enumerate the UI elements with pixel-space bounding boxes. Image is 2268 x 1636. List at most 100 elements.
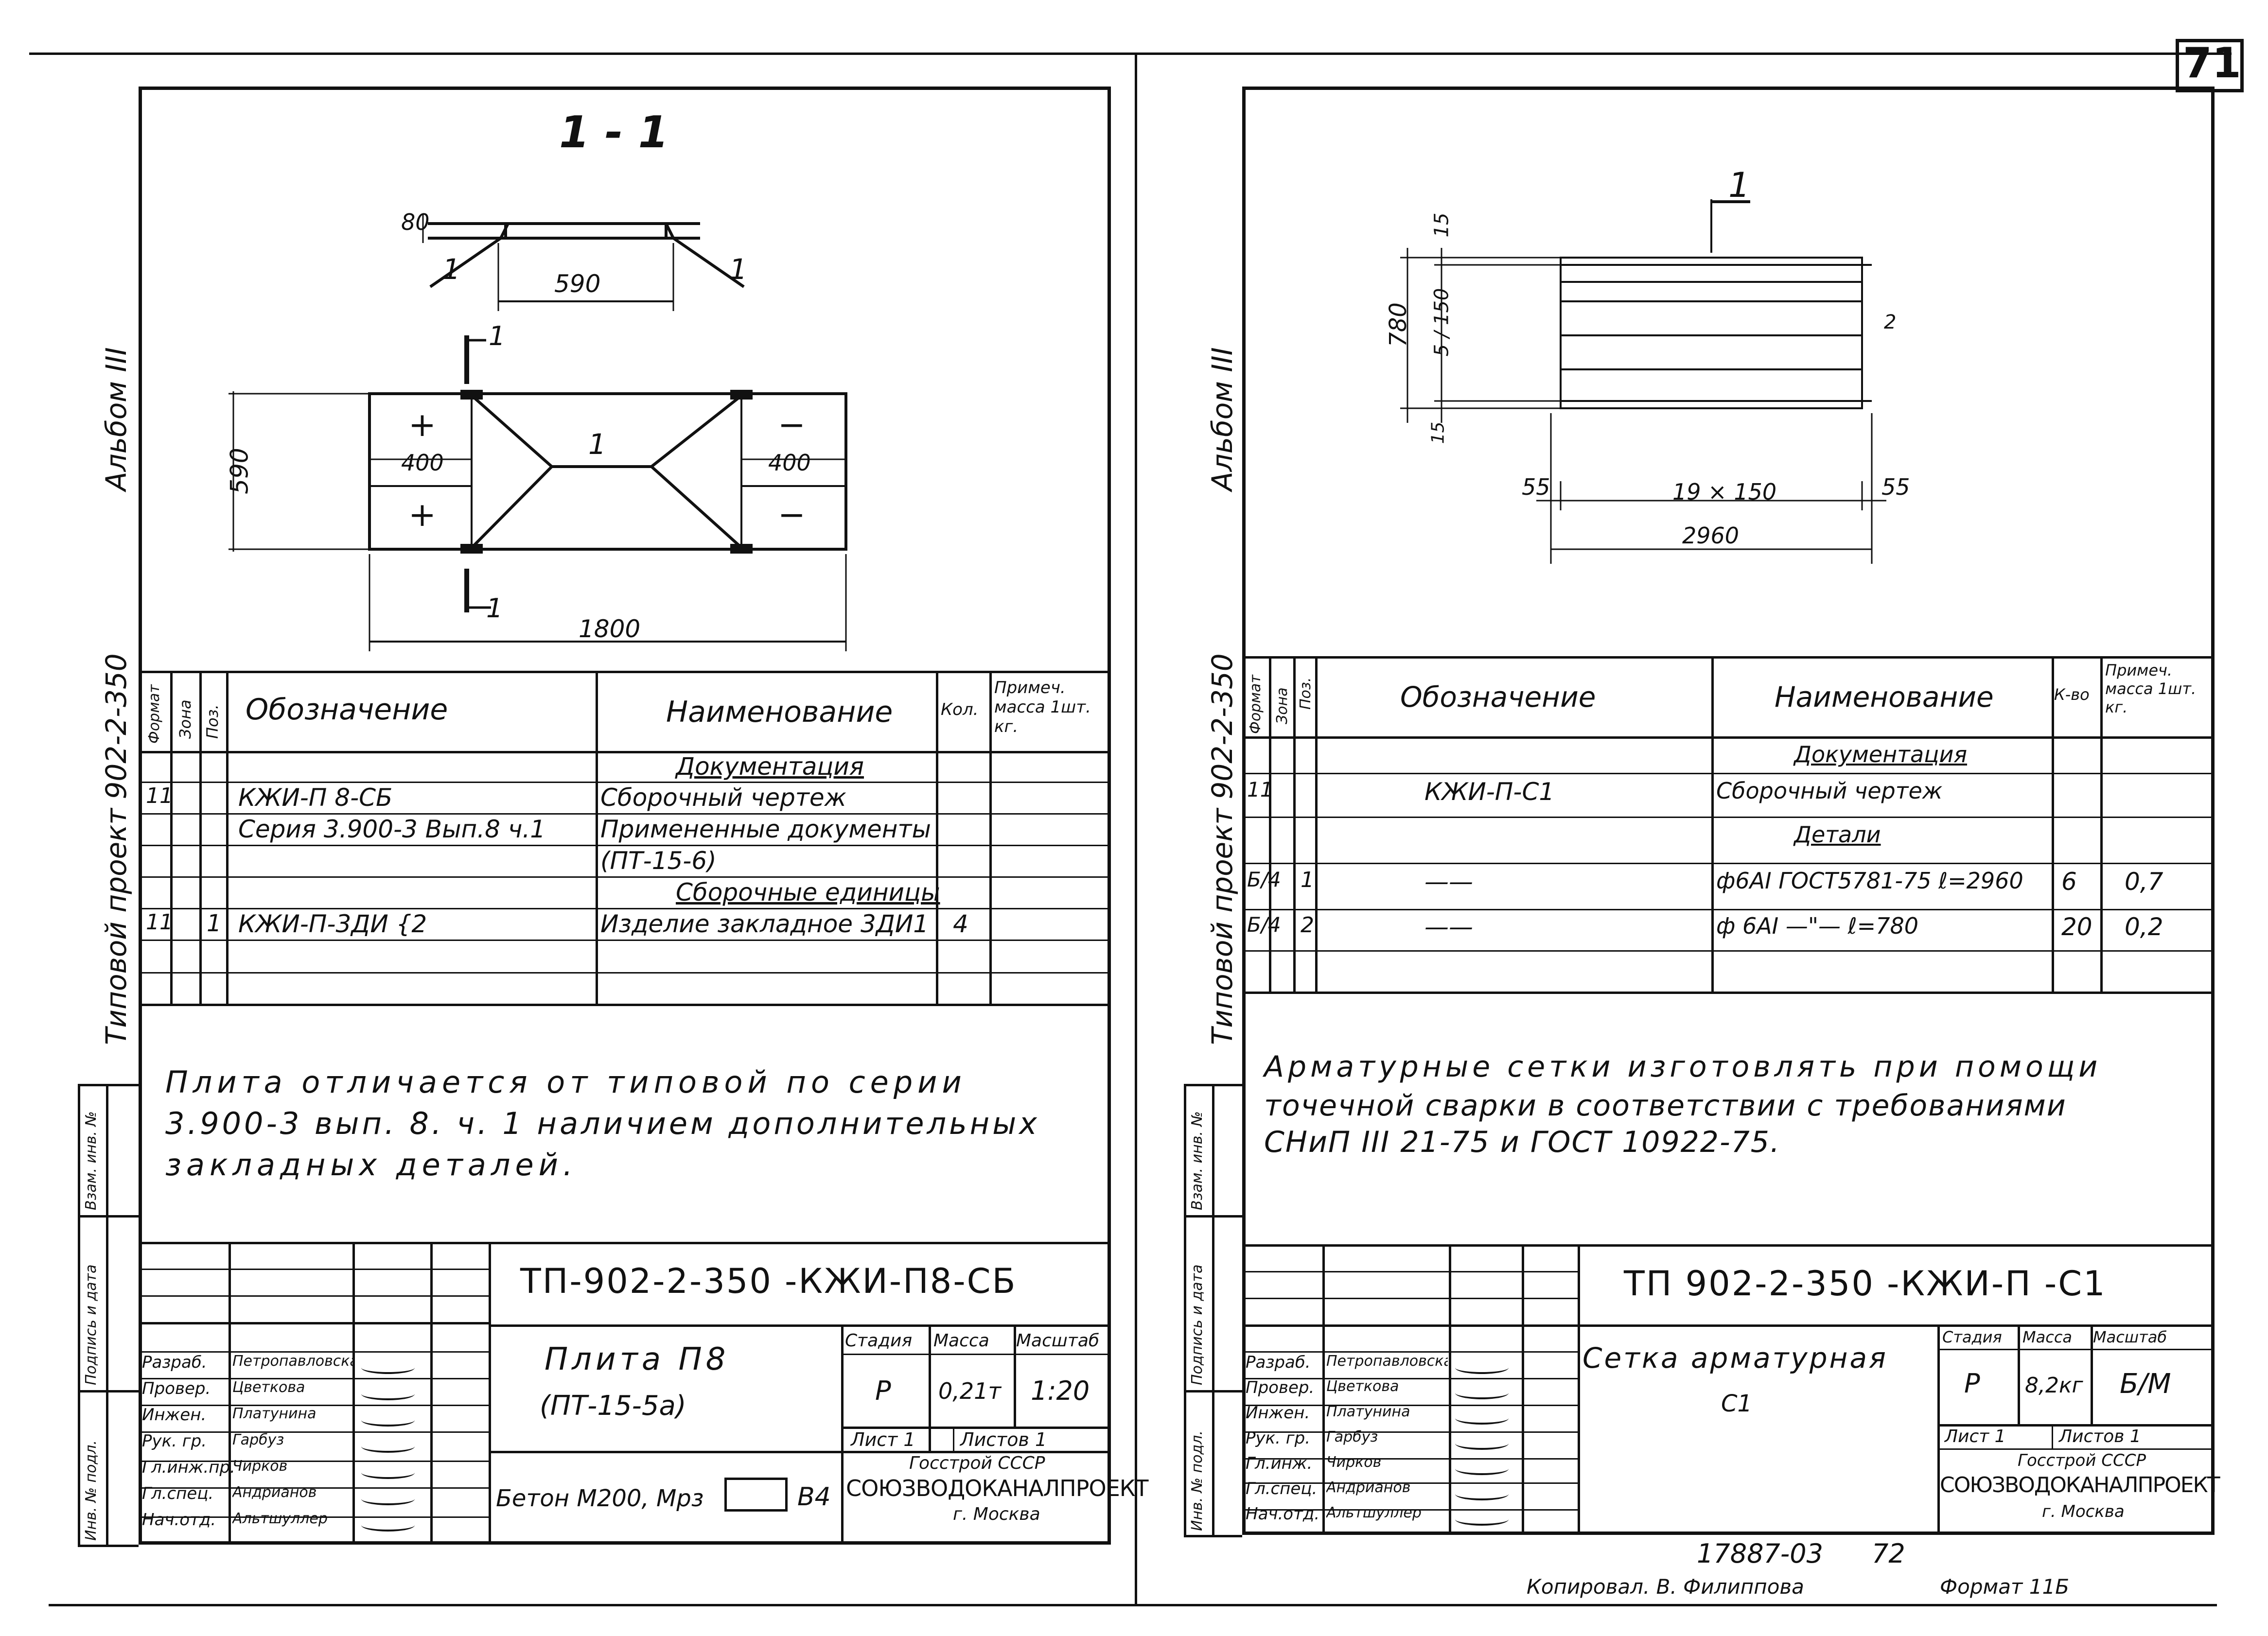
section-drawing — [229, 214, 847, 651]
left-org-3: г. Москва — [953, 1504, 1040, 1524]
spec-qty: 4 — [953, 910, 968, 938]
stamp-role: Рук. гр. — [1246, 1428, 1311, 1448]
spec-pos: 1 — [207, 910, 222, 937]
signature-mark — [361, 1440, 415, 1453]
spec-name: Документация — [1794, 741, 1968, 767]
minus-2: − — [778, 496, 806, 534]
stamp-role: Рук. гр. — [142, 1431, 207, 1451]
right-stamp-code: ТП 902-2-350 -КЖИ-П -С1 — [1624, 1264, 2107, 1304]
dim-15-bottom: 15 — [1428, 421, 1448, 444]
right-org-2: СОЮЗВОДОКАНАЛПРОЕКТ — [1940, 1473, 2220, 1497]
left-scale-header: Масштаб — [1016, 1331, 1100, 1351]
left-stamp-code: ТП-902-2-350 -КЖИ-П8-СБ — [520, 1261, 1017, 1301]
dim-590-top: 590 — [554, 270, 601, 298]
r-col-zone: Зона — [1274, 687, 1291, 724]
mesh-pos-2: 2 — [1884, 311, 1897, 333]
signature-mark — [361, 1493, 415, 1505]
spec-format: Б/4 — [1247, 913, 1281, 937]
left-org-2: СОЮЗВОДОКАНАЛПРОЕКТ — [846, 1475, 1149, 1501]
plus-1: + — [408, 406, 436, 444]
spec-qty: 6 — [2061, 868, 2077, 896]
stamp-person: Андрианов — [1326, 1479, 1411, 1496]
left-side-cell-3: Взам. инв. № — [83, 1111, 100, 1210]
cut-label-bottom: 1 — [486, 593, 503, 624]
col-pos: Поз. — [203, 704, 222, 739]
spec-designation: —— — [1424, 913, 1473, 941]
dim-19x150: 19 × 150 — [1672, 479, 1777, 505]
stamp-person: Гарбуз — [232, 1431, 284, 1448]
spec-format: 11 — [146, 910, 173, 935]
right-album: Альбом III — [1206, 347, 1239, 491]
signature-mark — [1455, 1387, 1509, 1399]
left-side-cell-2: Подпись и дата — [83, 1264, 100, 1386]
stamp-role: Нач.отд. — [142, 1510, 216, 1530]
dim-400-left: 400 — [401, 450, 444, 476]
stamp-person: Альтшуллер — [232, 1510, 328, 1527]
label-1a: 1 — [442, 253, 460, 286]
sheet-number-box — [2176, 39, 2244, 92]
stamp-person: Цветкова — [1326, 1378, 1399, 1395]
left-scale: 1:20 — [1031, 1375, 1090, 1406]
stamp-role: Гл.инж. — [1246, 1454, 1313, 1473]
col-name: Наименование — [666, 695, 893, 729]
footer-number: 17887-03 — [1697, 1538, 1823, 1569]
section-title: 1 - 1 — [559, 107, 669, 158]
r-col-pos: Поз. — [1297, 677, 1314, 710]
dim-2960: 2960 — [1682, 522, 1740, 549]
spec-name: Изделие закладное 3ДИ1 — [600, 910, 929, 938]
col-designation: Обозначение — [246, 693, 448, 727]
spec-designation: КЖИ-П 8-СБ — [238, 783, 393, 812]
right-stamp-title: Сетка арматурная — [1582, 1341, 1888, 1375]
signature-mark — [361, 1466, 415, 1479]
spec-format: Б/4 — [1247, 868, 1281, 891]
dim-80: 80 — [401, 209, 430, 235]
right-note-line-2: точечной сварки в соответствии с требова… — [1264, 1089, 2067, 1123]
dim-55-right: 55 — [1881, 474, 1910, 500]
right-note-line-1: Арматурные сетки изготовлять при помощи — [1264, 1050, 2102, 1084]
stamp-role: Разраб. — [1246, 1353, 1311, 1372]
left-project: Типовой проект 902-2-350 — [100, 653, 133, 1045]
right-sheets-count: Листов 1 — [2059, 1427, 2141, 1446]
left-stage: Р — [875, 1375, 891, 1406]
left-side-strip-inner — [106, 1084, 108, 1545]
right-org-1: Госстрой СССР — [2018, 1451, 2146, 1470]
r-col-format: Формат — [1247, 675, 1264, 734]
right-org-3: г. Москва — [2042, 1502, 2125, 1521]
right-note-line-3: СНиП III 21-75 и ГОСТ 10922-75. — [1264, 1125, 1781, 1159]
left-stage-header: Стадия — [845, 1331, 913, 1351]
spec-name: Документация — [676, 752, 864, 781]
footer-page: 72 — [1872, 1538, 1905, 1569]
right-side-cell-3: Взам. инв. № — [1189, 1111, 1206, 1210]
spec-format: 11 — [1247, 778, 1273, 801]
stamp-person: Цветкова — [232, 1379, 305, 1396]
left-note-line-3: закладных деталей. — [165, 1147, 578, 1183]
stamp-role: Провер. — [1246, 1378, 1315, 1397]
stamp-role: Нач.отд. — [1246, 1504, 1320, 1524]
left-note-line-2: 3.900-3 вып. 8. ч. 1 наличием дополнител… — [165, 1106, 1040, 1141]
spec-note: 0,2 — [2125, 913, 2163, 941]
right-mass-header: Масса — [2022, 1328, 2073, 1346]
signature-mark — [361, 1361, 415, 1374]
col-note: Примеч. масса 1шт. кг. — [994, 678, 1091, 736]
right-project: Типовой проект 902-2-350 — [1206, 653, 1239, 1045]
right-scale: Б/М — [2120, 1368, 2171, 1400]
footer-copied: Копировал. В. Филиппова — [1527, 1575, 1804, 1599]
right-stamp-subtitle: С1 — [1721, 1390, 1753, 1417]
right-frame — [1242, 87, 2215, 1535]
dim-1800: 1800 — [579, 615, 641, 643]
spec-designation: КЖИ-П-С1 — [1424, 778, 1555, 806]
col-qty: Кол. — [941, 700, 979, 719]
stamp-person: Платунина — [232, 1405, 316, 1422]
stamp-role: Провер. — [142, 1379, 211, 1398]
stamp-role: Инжен. — [1246, 1403, 1310, 1423]
cut-label-top: 1 — [489, 321, 506, 351]
dim-55-left: 55 — [1522, 474, 1550, 500]
spec-format: 11 — [146, 783, 173, 808]
spec-pos: 2 — [1301, 913, 1314, 938]
col-zone: Зона — [176, 699, 194, 739]
right-side-cell-1: Инв. № подл. — [1189, 1430, 1206, 1531]
center-fold — [1135, 52, 1137, 1604]
stamp-person: Андрианов — [232, 1484, 317, 1501]
stamp-role: Инжен. — [142, 1405, 207, 1425]
dim-400-right: 400 — [768, 450, 811, 476]
